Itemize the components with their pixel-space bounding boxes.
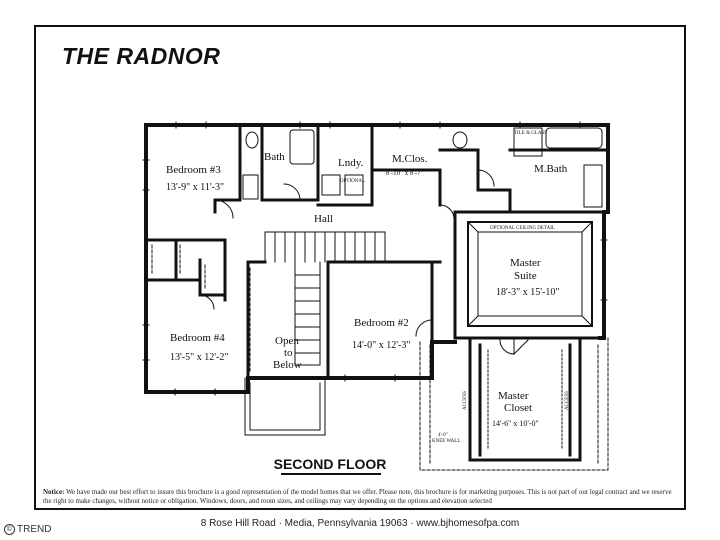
master-suite-size: 18'-3" x 15'-10" [496,287,559,298]
open-below-3: Below [273,359,302,371]
mbath-tub [545,127,603,149]
bedroom4-label: Bedroom #4 [170,332,225,344]
door-swings [199,169,529,356]
ceiling-detail-label: OPTIONAL CEILING DETAIL [490,226,555,231]
bedroom4-size: 13'-5" x 12'-2" [170,352,228,363]
master-closet-walls [468,338,582,462]
mclos-label: M.Clos. [392,153,428,165]
washer [321,174,341,196]
tile-glass-label: TILE & GLASS [514,131,547,136]
bedroom3-label: Bedroom #3 [166,164,221,176]
master-suite-label-2: Suite [514,270,537,282]
trend-watermark: ©TREND [4,524,51,535]
ceiling-detail-corners [467,221,593,327]
optional-label: OPTIONAL [340,179,365,184]
staircase [264,231,386,366]
shower [513,127,543,157]
ceiling-detail-outer [467,221,593,327]
dryer [344,174,364,196]
access-left-label: ACCESS [463,391,468,410]
floor-label: SECOND FLOOR [273,456,387,472]
laundry-label: Lndy. [338,157,364,169]
closet-rods [487,349,563,451]
lower-deck [244,377,326,436]
copyright-icon: © [4,524,15,535]
floor-label-underline [281,473,381,475]
mbath-label: M.Bath [534,163,568,175]
notice-text: We have made our best effort to insure t… [43,488,672,505]
window-marks [142,121,608,396]
hall-label: Hall [314,213,333,225]
master-closet-label-1: Master [498,390,529,402]
master-closet-size: 14'-6" x 10'-0" [492,419,539,428]
access-right-label: ACCESS [565,391,570,410]
notice: Notice: We have made our best effort to … [43,488,679,506]
bathtub [289,129,315,165]
mbath-toilet [452,131,468,149]
knee-wall-label-1: 4'-0" [438,433,448,438]
closet-shelves [151,244,251,373]
master-closet-label-2: Closet [504,402,532,414]
vanity [242,174,259,200]
mclos-size: 8'-10" x 8'-7" [386,169,424,177]
bedroom2-label: Bedroom #2 [354,317,409,329]
interior-walls [144,123,610,380]
toilet [245,131,259,149]
notice-label: Notice: [43,488,65,496]
trend-text: TREND [17,524,52,536]
address-line: 8 Rose Hill Road · Media, Pennsylvania 1… [200,518,520,529]
open-below-1: Open [275,335,299,347]
ceiling-detail-inner [477,231,583,317]
brochure-frame [34,25,686,510]
master-closet-outline [419,337,609,471]
bedroom3-size: 13'-9" x 11'-3" [166,182,224,193]
master-suite-label-1: Master [510,257,541,269]
knee-wall-label-2: KNEE WALL [432,439,460,444]
bedroom2-size: 14'-0" x 12'-3" [352,340,410,351]
plan-title: THE RADNOR [62,43,221,69]
mbath-vanity [583,164,603,208]
open-below-2: to [284,347,293,359]
bath-label: Bath [264,151,285,163]
